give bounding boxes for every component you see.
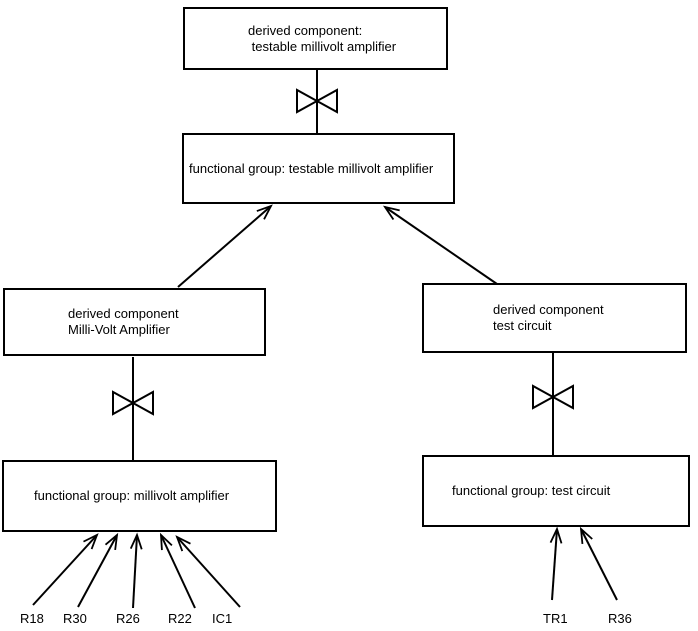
node-label-line1: derived component: — [248, 22, 363, 38]
bowtie-icon — [296, 88, 338, 114]
arrow-ic1 — [175, 535, 241, 608]
node-label-line1: derived component — [493, 302, 604, 317]
component-label-r26: R26 — [116, 611, 140, 626]
arrow-tr1 — [549, 526, 563, 601]
component-label-tr1: TR1 — [543, 611, 568, 626]
node-functional-group-test-circuit: functional group: test circuit — [422, 455, 690, 527]
node-label: functional group: test circuit — [452, 483, 611, 498]
composition-connector-left — [112, 357, 154, 461]
node-functional-group-testable-amplifier: functional group: testable millivolt amp… — [182, 133, 455, 204]
node-derived-test-circuit: derived component test circuit — [422, 283, 687, 353]
arrow-tc-to-fg-testable — [382, 205, 498, 285]
node-label: functional group: millivolt amplifier — [34, 488, 230, 503]
composition-connector-right — [532, 353, 574, 456]
arrow-r36 — [579, 526, 618, 601]
node-label: functional group: testable millivolt amp… — [189, 160, 434, 176]
arrow-r22 — [159, 532, 196, 609]
node-derived-testable-amplifier: derived component: testable millivolt am… — [183, 7, 448, 70]
node-functional-group-millivolt-amplifier: functional group: millivolt amplifier — [2, 460, 277, 532]
node-derived-millivolt-amplifier: derived component Milli-Volt Amplifier — [3, 288, 266, 356]
component-label-r18: R18 — [20, 611, 44, 626]
composition-connector-top — [296, 70, 338, 133]
node-label-line2: Milli-Volt Amplifier — [68, 322, 170, 337]
component-label-r36: R36 — [608, 611, 632, 626]
component-label-ic1: IC1 — [212, 611, 233, 626]
arrow-r18 — [32, 533, 99, 606]
arrow-r30 — [77, 532, 119, 608]
node-label-line1: derived component — [68, 306, 179, 321]
component-label-r30: R30 — [63, 611, 87, 626]
bowtie-icon — [112, 390, 154, 416]
arrow-mva-to-fg-testable — [177, 204, 273, 288]
arrow-r26 — [129, 532, 143, 609]
component-label-r22: R22 — [168, 611, 192, 626]
node-label-line2: testable millivolt amplifier — [248, 38, 397, 54]
node-label-line2: test circuit — [493, 318, 552, 333]
bowtie-icon — [532, 384, 574, 410]
